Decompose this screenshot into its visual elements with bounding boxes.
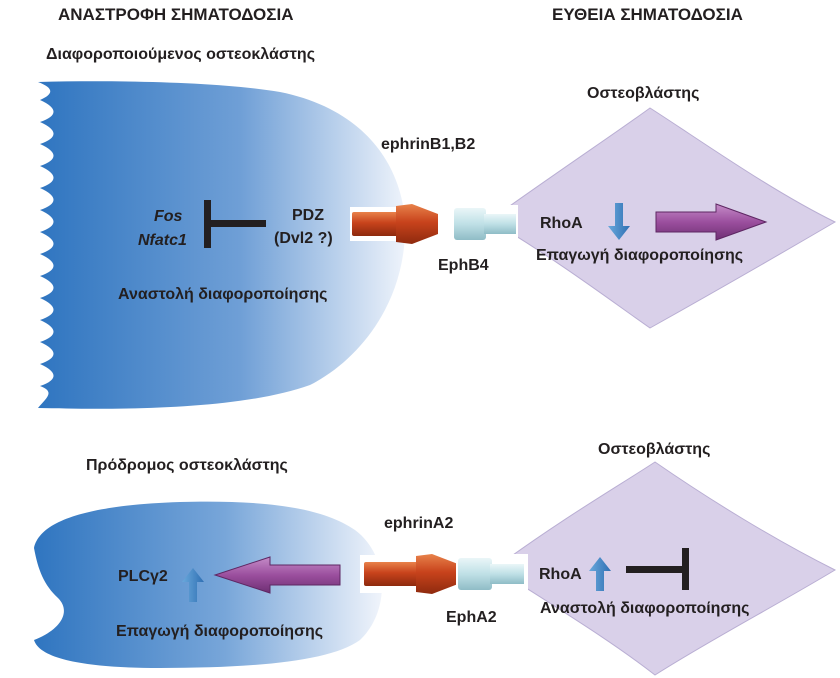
ephrin-ligand-label-top: ephrinB1,B2 — [381, 136, 476, 153]
gene-nfatc1: Nfatc1 — [138, 232, 187, 249]
rhoa-up-arrow-bottom — [589, 557, 611, 591]
eph-receptor-label-bottom: EphA2 — [446, 609, 497, 626]
differentiating-osteoclast-title: Διαφοροποιούμενος οστεοκλάστης — [46, 46, 316, 63]
inhibition-bar-top — [204, 200, 266, 248]
osteoclast-effect-bottom: Επαγωγή διαφοροποίησης — [116, 623, 324, 640]
plc-up-arrow-bottom — [182, 568, 204, 602]
rhoa-label-bottom: RhoA — [539, 566, 582, 583]
osteoblast-effect-bottom: Αναστολή διαφοροποίησης — [540, 600, 750, 617]
osteoclast-cell-bottom — [34, 501, 382, 668]
ephrin-ligand-top — [350, 204, 438, 244]
dvl2-label: (Dvl2 ?) — [274, 230, 333, 247]
gene-fos: Fos — [154, 208, 183, 225]
osteoblast-title-bottom: Οστεοβλάστης — [598, 441, 711, 458]
plc-label: PLCγ2 — [118, 568, 168, 585]
eph-receptor-label-top: EphB4 — [438, 257, 489, 274]
inhibition-bar-bottom — [626, 548, 689, 590]
rhoa-label-top: RhoA — [540, 215, 583, 232]
reverse-signaling-header: ΑΝΑΣΤΡΟΦΗ ΣΗΜΑΤΟΔΟΣΙΑ — [58, 5, 294, 24]
eph-receptor-bottom — [456, 554, 528, 594]
rhoa-down-arrow-top — [608, 203, 630, 240]
eph-receptor-top — [452, 205, 518, 243]
pdz-label: PDZ — [292, 207, 324, 224]
forward-signaling-header: ΕΥΘΕΙΑ ΣΗΜΑΤΟΔΟΣΙΑ — [552, 5, 743, 24]
osteoclast-precursor-title: Πρόδρομος οστεοκλάστης — [86, 457, 288, 474]
osteoclast-effect-top: Αναστολή διαφοροποίησης — [118, 286, 328, 303]
forward-signal-arrow-top — [655, 203, 768, 241]
ephrin-ligand-bottom — [360, 554, 458, 594]
osteoblast-effect-top: Επαγωγή διαφοροποίησης — [536, 247, 744, 264]
reverse-signal-arrow-bottom — [213, 556, 341, 594]
ephrin-ligand-label-bottom: ephrinA2 — [384, 515, 454, 532]
osteoclast-cell-top — [38, 81, 406, 409]
osteoblast-title-top: Οστεοβλάστης — [587, 85, 700, 102]
